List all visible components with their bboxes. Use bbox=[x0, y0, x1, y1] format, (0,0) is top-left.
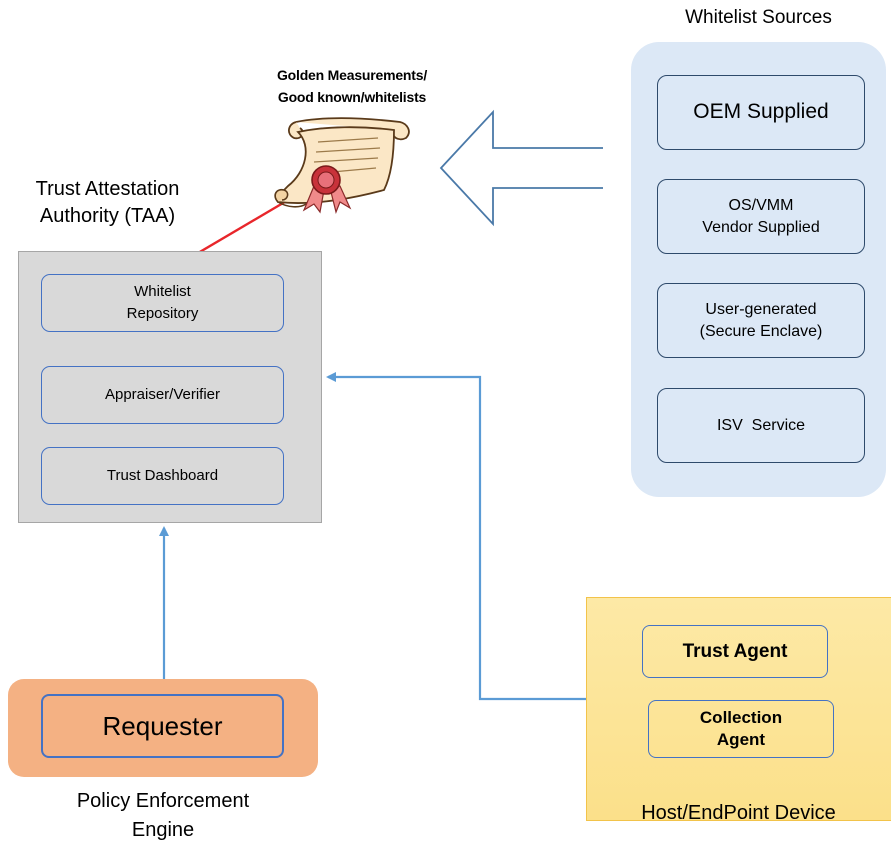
golden-line-2: Good known/whitelists bbox=[277, 89, 427, 105]
collection-agent-box[interactable]: Collection Agent bbox=[648, 700, 834, 758]
whitelist-repository-line-1: Whitelist bbox=[134, 283, 191, 300]
os-vmm-vendor-box[interactable]: OS/VMM Vendor Supplied bbox=[657, 179, 865, 254]
certificate-scroll-icon bbox=[274, 117, 410, 214]
trust-dashboard-box[interactable]: Trust Dashboard bbox=[41, 447, 284, 505]
user-generated-line-2: (Secure Enclave) bbox=[699, 322, 823, 340]
collection-agent-line-1: Collection bbox=[699, 708, 783, 727]
taa-title-line-1: Trust Attestation bbox=[35, 178, 180, 200]
whitelist-repository-line-2: Repository bbox=[126, 305, 199, 322]
os-vmm-line-1: OS/VMM bbox=[728, 196, 794, 214]
requester-box[interactable]: Requester bbox=[41, 694, 284, 758]
oem-supplied-box[interactable]: OEM Supplied bbox=[657, 75, 865, 150]
os-vmm-line-2: Vendor Supplied bbox=[702, 218, 820, 236]
taa-title: Trust Attestation Authority (TAA) bbox=[0, 176, 215, 230]
host-to-taa-arrow bbox=[326, 372, 586, 701]
collection-agent-line-2: Agent bbox=[716, 730, 766, 749]
isv-service-label: ISV Service bbox=[716, 416, 806, 434]
taa-title-line-2: Authority (TAA) bbox=[39, 205, 176, 227]
whitelist-sources-title: Whitelist Sources bbox=[685, 7, 832, 28]
hollow-left-arrow-icon bbox=[439, 109, 603, 227]
policy-enforcement-caption: Policy Enforcement Engine bbox=[18, 787, 308, 845]
policy-caption-line-2: Engine bbox=[131, 819, 195, 841]
whitelist-repository-box[interactable]: Whitelist Repository bbox=[41, 274, 284, 332]
trust-agent-label: Trust Agent bbox=[682, 640, 788, 662]
host-endpoint-caption: Host/EndPoint Device bbox=[641, 802, 836, 824]
isv-service-box[interactable]: ISV Service bbox=[657, 388, 865, 463]
user-generated-line-1: User-generated bbox=[705, 300, 817, 318]
appraiser-verifier-box[interactable]: Appraiser/Verifier bbox=[41, 366, 284, 424]
host-endpoint-panel bbox=[586, 597, 891, 821]
user-generated-box[interactable]: User-generated (Secure Enclave) bbox=[657, 283, 865, 358]
golden-line-1: Golden Measurements/ bbox=[276, 67, 428, 83]
appraiser-verifier-label: Appraiser/Verifier bbox=[104, 385, 221, 403]
golden-measurements-label: Golden Measurements/ Good known/whitelis… bbox=[232, 64, 472, 108]
trust-agent-box[interactable]: Trust Agent bbox=[642, 625, 828, 678]
policy-caption-line-1: Policy Enforcement bbox=[76, 790, 250, 812]
trust-dashboard-label: Trust Dashboard bbox=[106, 466, 219, 484]
oem-supplied-label: OEM Supplied bbox=[693, 100, 829, 124]
